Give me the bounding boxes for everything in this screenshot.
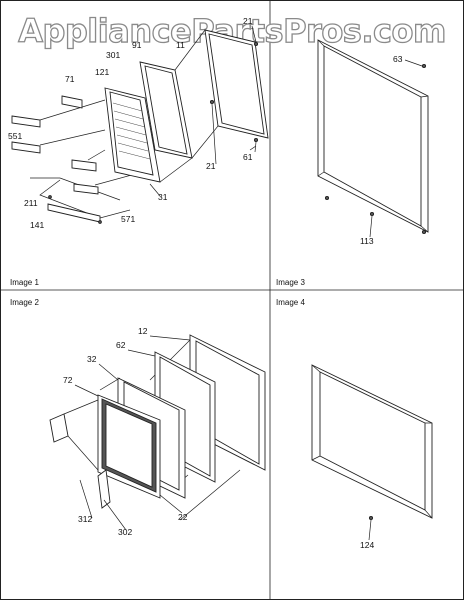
callout-302: 302 [118,527,132,537]
screw-124 [368,515,374,521]
screw-21-top [253,41,259,47]
image-3-drawing [317,39,429,235]
screw-113-left [324,195,330,201]
callout-312: 312 [78,514,92,524]
callout-21-top: 21 [243,16,253,26]
callout-63: 63 [393,54,403,64]
rail-141 [47,203,101,223]
door-gasket-inner [144,65,188,155]
screw-63 [421,63,427,69]
callout-21-bottom: 21 [206,161,216,171]
panel-caption-image-1: Image 1 [10,278,39,287]
bin-571-b [73,183,99,195]
image-2-drawing [49,334,266,521]
frame-113-inner [323,45,422,227]
callout-62: 62 [116,340,126,350]
callout-91: 91 [132,40,142,50]
callout-571: 571 [121,214,135,224]
callout-141: 141 [30,220,44,230]
callout-71: 71 [65,74,75,84]
panel-caption-image-3: Image 3 [276,278,305,287]
callout-61: 61 [243,152,253,162]
panel-caption-image-4: Image 4 [276,298,305,307]
callout-301: 301 [106,50,120,60]
callout-32: 32 [87,354,97,364]
callout-113: 113 [360,236,374,246]
callout-11: 11 [176,40,185,50]
bin-571-a [71,159,97,172]
callout-72: 72 [63,375,73,385]
door-72-window [105,403,153,488]
handle-312 [49,413,69,443]
image-1-drawing [11,29,269,224]
handle-302 [97,469,111,509]
screw-571 [98,220,102,224]
callout-124: 124 [360,540,374,550]
callout-121: 121 [95,67,109,77]
image-4-drawing [311,364,433,521]
callout-31: 31 [158,192,168,202]
screw-113-center [369,211,375,217]
screw-21-bottom [253,137,259,143]
bin-71 [61,95,83,109]
screw-113-right [421,229,427,235]
callout-22: 22 [178,512,188,522]
callout-551: 551 [8,131,22,141]
hinge-61 [209,99,215,105]
screw-211 [48,195,52,199]
shelf-551-a [11,115,41,128]
callout-211: 211 [24,198,38,208]
callout-12: 12 [138,326,148,336]
panel-caption-image-2: Image 2 [10,298,39,307]
shelf-551-b [11,141,41,154]
outer-door-inner [208,33,265,135]
